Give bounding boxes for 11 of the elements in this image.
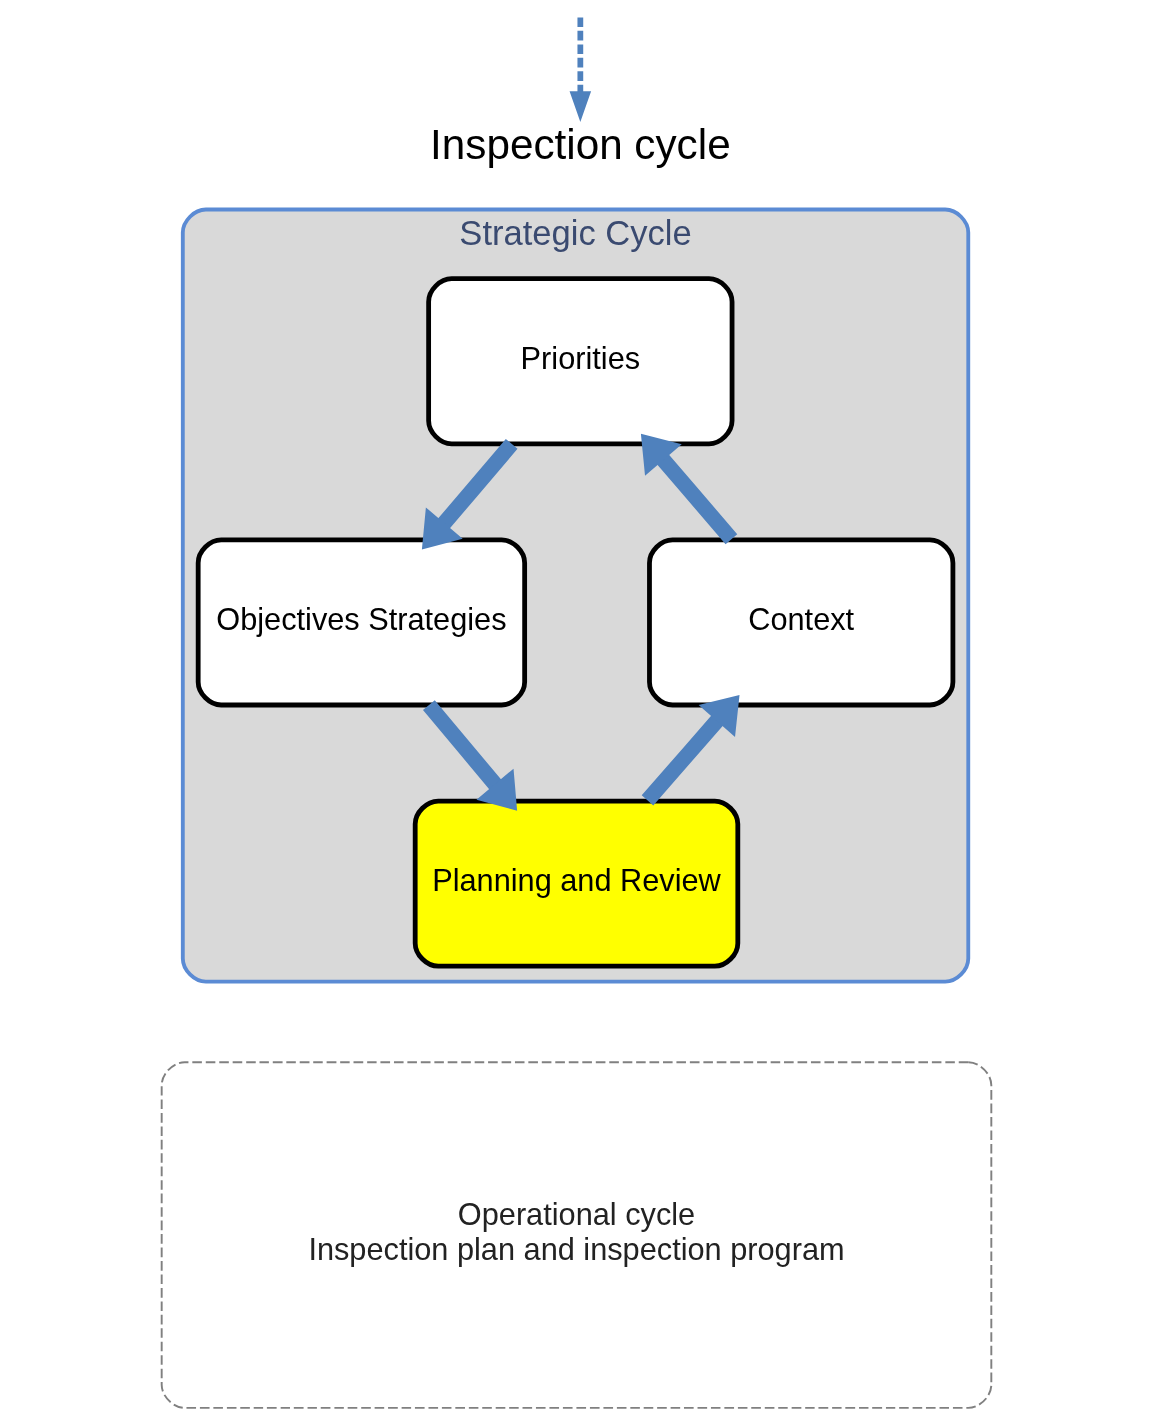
arrow (421, 438, 517, 550)
arrow (422, 700, 517, 811)
node-box: Objectives Strategies (195, 537, 527, 708)
node-box: Operational cycle Inspection plan and inspection program (160, 1061, 992, 1409)
arrow (640, 433, 737, 545)
node-box: Planning and Review (412, 798, 740, 969)
node-box: Priorities (425, 276, 734, 447)
node-text: Inspection cycle (429, 120, 731, 168)
arrow (569, 17, 591, 122)
arrow (641, 695, 739, 806)
node-box: Context (646, 537, 955, 708)
